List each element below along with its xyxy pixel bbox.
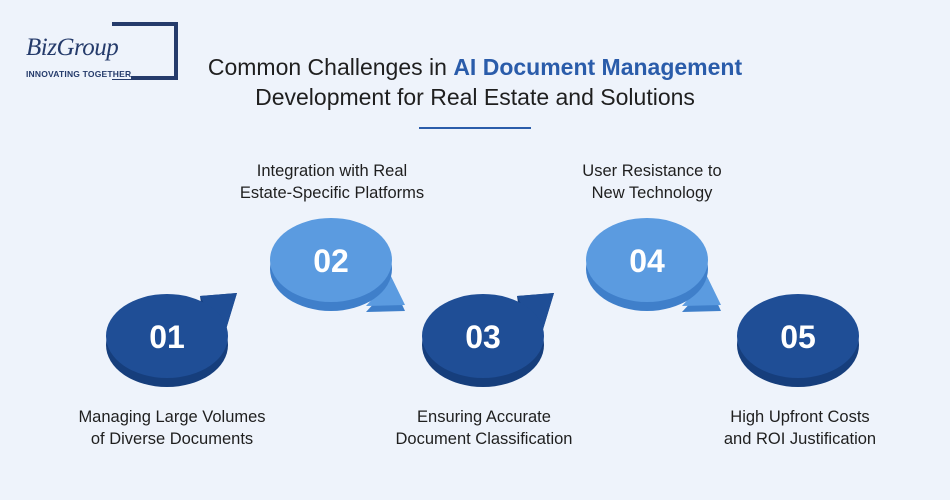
step-04-label: User Resistance to New Technology [532,160,772,204]
step-03-number: 03 [465,319,501,355]
step-04-disc: 04 [586,218,721,312]
step-02-number: 02 [313,243,349,279]
company-logo: BizGroup INNOVATING TOGETHER [24,22,178,84]
step-03-label: Ensuring Accurate Document Classificatio… [364,406,604,450]
step-03-disc: 03 [422,293,554,387]
logo-frame [112,22,178,80]
logo-tagline: INNOVATING TOGETHER [26,69,132,79]
step-01-label-line2: of Diverse Documents [90,430,254,448]
step-01-label: Managing Large Volumes of Diverse Docume… [52,406,292,450]
step-05-label: High Upfront Costs and ROI Justification [680,406,920,450]
step-01-number: 01 [149,319,185,355]
title-prefix: Common Challenges in [207,54,454,80]
step-02-label-line2: Estate-Specific Platforms [239,184,425,202]
step-02-disc: 02 [270,218,405,312]
title-highlight: AI Document Management [453,54,743,80]
step-04-number: 04 [629,243,665,279]
step-01-label-line1: Managing Large Volumes [78,408,266,426]
logo-brand: BizGroup [26,34,121,62]
title-line2: Development for Real Estate and Solution… [255,84,695,110]
step-01-disc: 01 [106,293,237,387]
step-05-disc: 05 [737,294,859,387]
step-05-label-line1: High Upfront Costs [730,408,870,426]
step-05-number: 05 [780,319,816,355]
step-03-label-line2: Document Classification [395,430,573,448]
page-title: Common Challenges in AI Document Managem… [150,52,800,112]
step-05-label-line2: and ROI Justification [723,430,877,448]
step-02-label-line1: Integration with Real [256,162,408,180]
step-03-label-line1: Ensuring Accurate [417,408,551,426]
step-04-label-line2: New Technology [591,184,713,202]
title-underline [419,127,531,129]
step-02-label: Integration with Real Estate-Specific Pl… [202,160,462,204]
step-04-label-line1: User Resistance to [582,162,722,180]
